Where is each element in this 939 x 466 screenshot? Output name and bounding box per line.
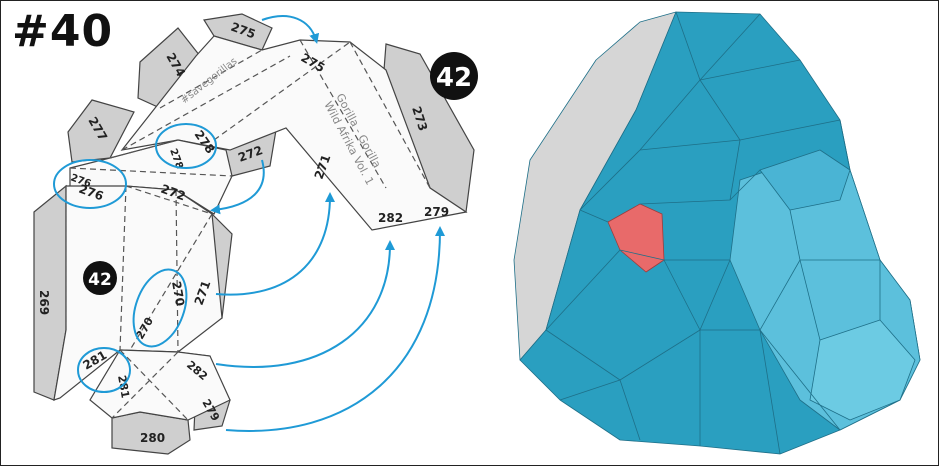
step-number: #40 — [12, 6, 114, 57]
badge-small-text: 42 — [88, 270, 112, 290]
arrow-272 — [210, 159, 265, 215]
label-282: 282 — [378, 211, 403, 225]
tab-277 — [67, 99, 135, 163]
arrow-271 — [215, 192, 335, 296]
piece-bottom — [89, 349, 231, 421]
arrow-282 — [215, 240, 395, 368]
ellipse-278 — [155, 123, 217, 169]
arrow-279 — [225, 226, 445, 432]
label-269: 269 — [37, 290, 51, 315]
ellipse-270 — [132, 268, 188, 348]
badge-main-text: 42 — [436, 63, 472, 93]
connection-arrows — [210, 15, 445, 432]
highlight-ellipses — [53, 123, 217, 393]
label-279: 279 — [424, 205, 449, 219]
model-facets — [545, 11, 881, 455]
label-270-side: 270 — [169, 280, 187, 307]
tab-275-top — [203, 13, 273, 51]
ellipse-276 — [53, 159, 127, 209]
label-280: 280 — [140, 431, 165, 445]
arrow-275 — [261, 15, 320, 44]
gorilla-model — [513, 11, 921, 455]
badge-small: 42 — [83, 261, 117, 295]
badge-main: 42 — [430, 52, 478, 100]
paper-net — [33, 13, 475, 455]
ellipse-281 — [77, 347, 131, 393]
model-brow — [759, 149, 851, 211]
